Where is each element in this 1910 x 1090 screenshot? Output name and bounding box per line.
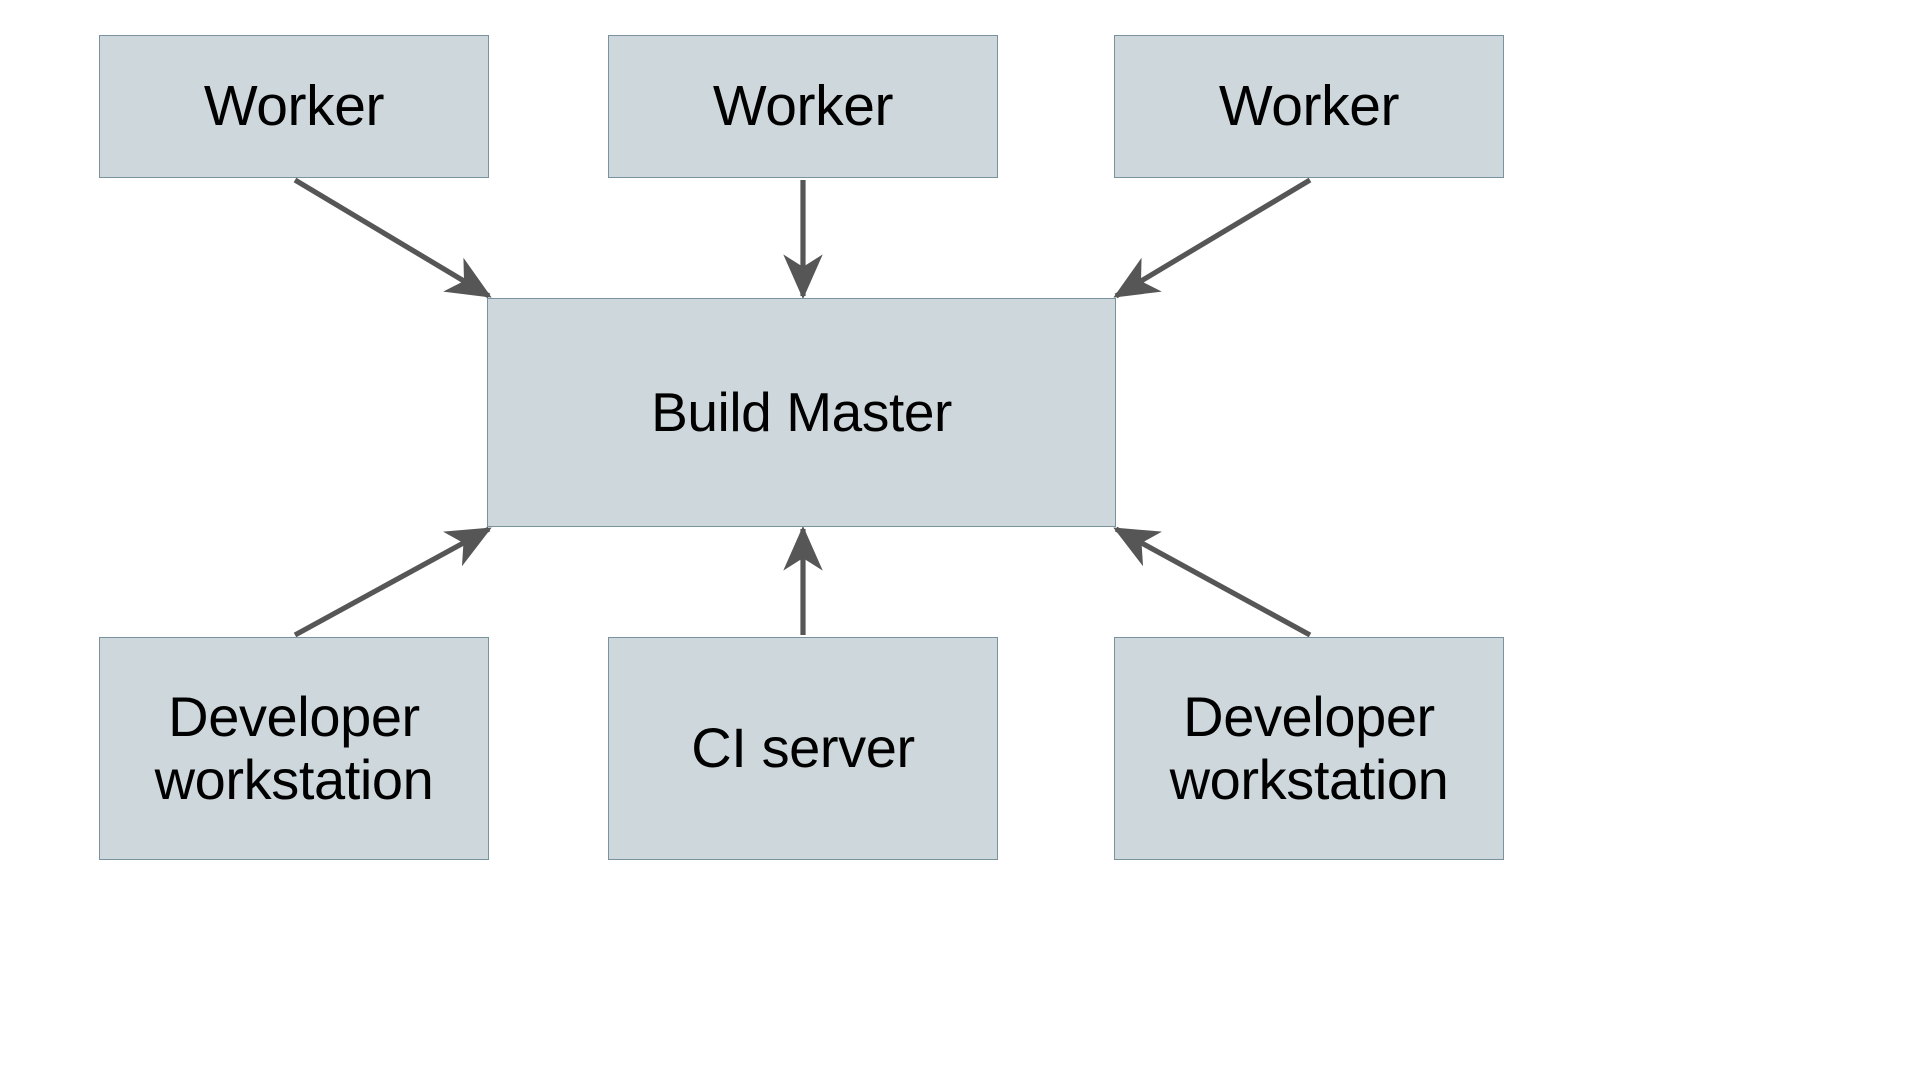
edge-worker3-to-master bbox=[1113, 177, 1312, 299]
node-build-master[interactable]: Build Master bbox=[487, 298, 1116, 527]
node-ci-server[interactable]: CI server bbox=[608, 637, 998, 860]
node-worker-3-label: Worker bbox=[1218, 73, 1400, 138]
node-worker-3[interactable]: Worker bbox=[1114, 35, 1504, 178]
node-worker-2[interactable]: Worker bbox=[608, 35, 998, 178]
node-developer-workstation-right-label: Developer workstation bbox=[1169, 684, 1449, 811]
node-worker-1-label: Worker bbox=[203, 73, 385, 138]
node-build-master-label: Build Master bbox=[651, 380, 952, 443]
node-ci-server-label: CI server bbox=[691, 716, 915, 780]
edge-worker1-to-master bbox=[293, 177, 492, 299]
node-developer-workstation-right[interactable]: Developer workstation bbox=[1114, 637, 1504, 860]
node-worker-2-label: Worker bbox=[712, 73, 894, 138]
node-developer-workstation-left[interactable]: Developer workstation bbox=[99, 637, 489, 860]
node-worker-1[interactable]: Worker bbox=[99, 35, 489, 178]
node-developer-workstation-left-label: Developer workstation bbox=[154, 684, 434, 811]
edge-devws2-to-master bbox=[1113, 526, 1312, 638]
edge-devws1-to-master bbox=[293, 526, 492, 638]
